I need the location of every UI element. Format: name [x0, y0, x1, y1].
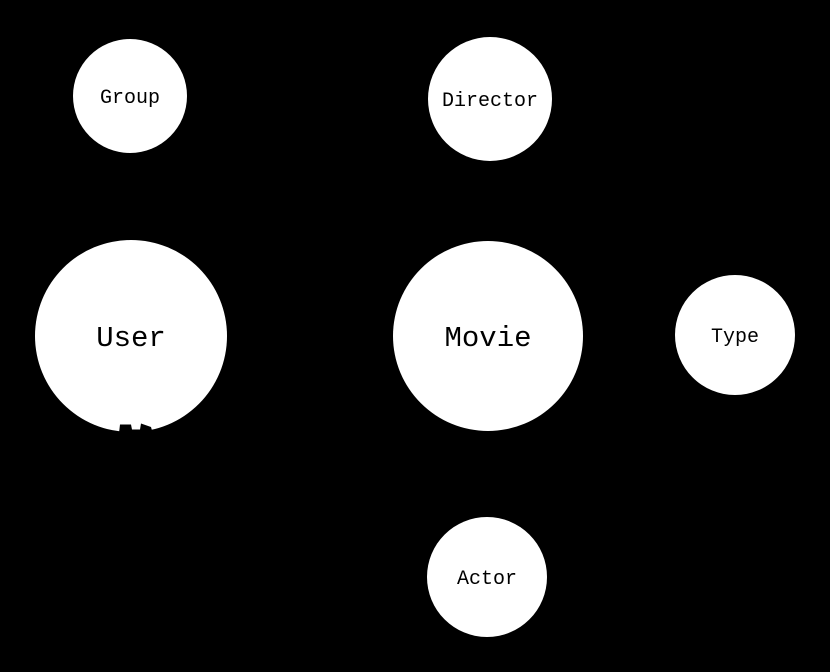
type-node-circle — [675, 275, 795, 395]
actor-node-label: Actor — [457, 568, 517, 591]
movie-node: Movie — [393, 241, 583, 431]
director-node-label: Director — [442, 90, 538, 113]
actor-node: Actor — [427, 517, 547, 637]
user-node: User — [35, 240, 227, 432]
user-node-label: User — [96, 322, 166, 355]
type-node: Type — [675, 275, 795, 395]
movie-node-label: Movie — [444, 322, 531, 355]
group-node: Group — [73, 39, 187, 153]
group-node-label: Group — [100, 87, 160, 110]
type-node-label: Type — [711, 326, 759, 349]
movie-node-circle — [393, 241, 583, 431]
user-node-circle — [35, 240, 227, 432]
director-node: Director — [428, 37, 552, 161]
arrowhead-icon — [119, 423, 153, 434]
group-node-circle — [73, 39, 187, 153]
actor-node-circle — [427, 517, 547, 637]
director-node-circle — [428, 37, 552, 161]
